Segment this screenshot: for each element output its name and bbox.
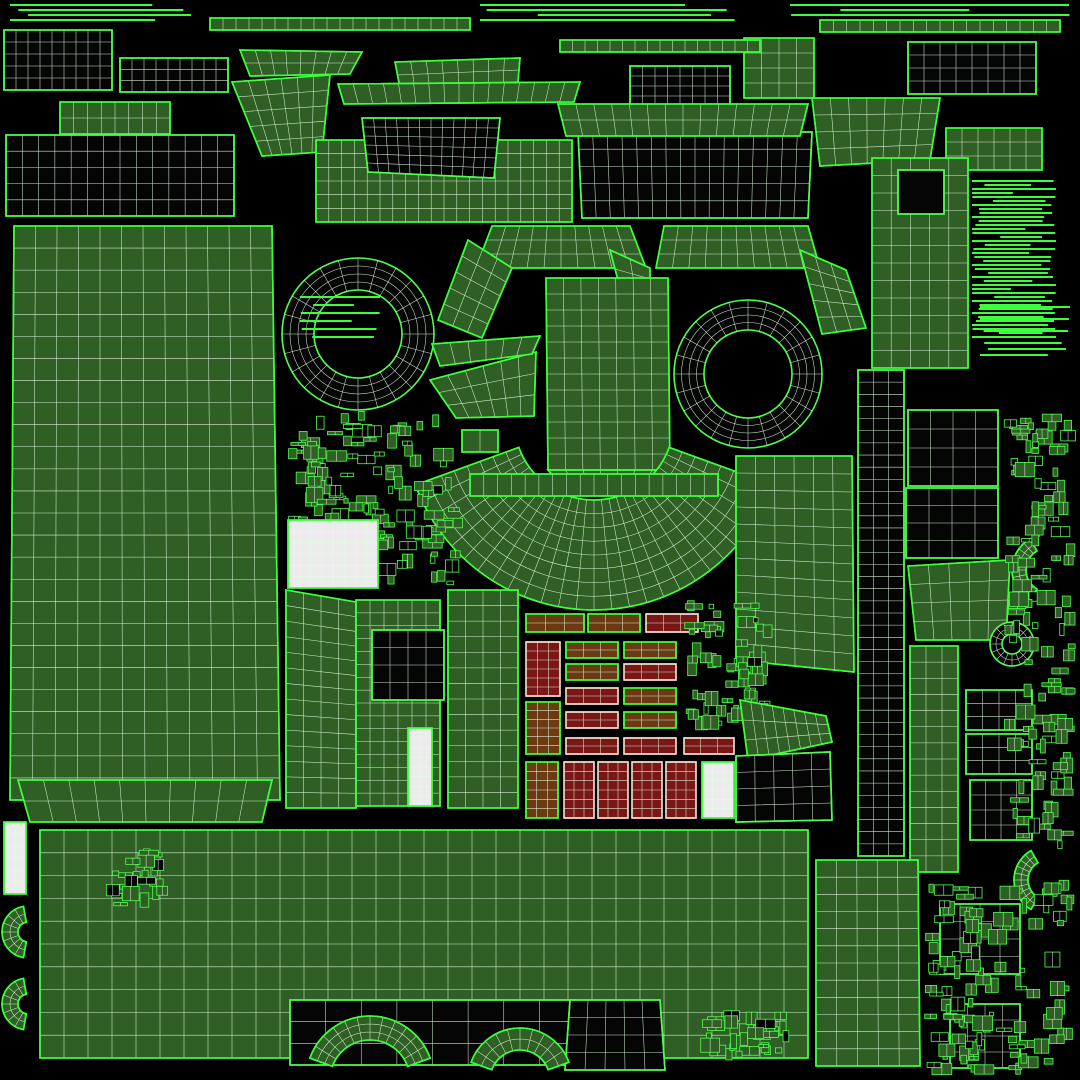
island-pad-4 (525, 641, 561, 697)
island-pad-17 (525, 761, 559, 819)
island-right-col-d (909, 645, 959, 873)
island-bottom-right-panel (815, 859, 921, 1067)
island-top-long-strip (209, 17, 471, 31)
island-pad-20 (631, 761, 663, 819)
island-arch-left-leg (436, 238, 514, 340)
island-top-grid-c (629, 65, 731, 107)
strips-mid-left (300, 296, 380, 338)
island-pad-14 (565, 737, 619, 755)
island-left-swoosh2 (430, 335, 542, 367)
island-top-shoe-right (811, 97, 941, 167)
strips-top-left (10, 4, 191, 21)
island-right-tall-hole (897, 169, 945, 215)
cluster-bottom-mid (700, 1010, 790, 1061)
island-right-col-c (907, 559, 1011, 641)
island-pad-6 (623, 641, 677, 659)
island-lower-left-panel (285, 589, 357, 809)
island-top-grid-d (907, 41, 1037, 95)
island-pad-19 (597, 761, 629, 819)
island-pad-18 (563, 761, 595, 819)
island-right-black-col (857, 369, 905, 857)
island-left-edge-grid (3, 821, 27, 895)
island-top-strip-a (59, 101, 171, 135)
island-pad-11 (525, 701, 561, 755)
island-top-grid-a (3, 29, 113, 91)
island-top-strip-b (336, 81, 582, 105)
strips-right-upper (972, 180, 1056, 338)
cluster-bottom-right (924, 879, 1075, 1076)
island-bottom-arc-a (308, 1015, 432, 1068)
island-arch-right-top (655, 225, 822, 269)
island-pad-15 (623, 737, 677, 755)
island-lower-left-dark (371, 629, 445, 701)
island-left-edge-arc-b (1, 977, 28, 1031)
island-ring-left (281, 257, 435, 411)
cluster-bottom-left (106, 848, 169, 908)
cluster-right-edge (1003, 413, 1076, 849)
island-left-mid-block (461, 429, 499, 453)
island-ring-right (673, 299, 823, 449)
island-pad-12 (565, 711, 619, 729)
island-pad-21 (665, 761, 697, 819)
uv-island-group (1, 4, 1076, 1076)
island-bottom-dark (564, 999, 666, 1071)
island-pad-8 (623, 663, 677, 681)
island-top-shoe (230, 74, 331, 157)
island-left-edge-arc-a (1, 905, 28, 959)
island-top-curved-dark (5, 134, 235, 217)
island-right-col-a (907, 409, 999, 487)
island-pad-2 (587, 613, 641, 633)
island-right-mid-panel (735, 455, 855, 673)
island-top-wedge (238, 49, 364, 77)
island-pad-7 (565, 663, 619, 681)
strips-right-lower (980, 300, 1070, 356)
island-pad-16 (683, 737, 735, 755)
island-fin-right (739, 699, 833, 761)
island-curved-dark-right (577, 131, 813, 219)
island-pad-1 (525, 613, 585, 633)
island-small-right-a (945, 127, 1043, 171)
island-left-panel-bottom (16, 779, 274, 823)
island-left-panel (9, 225, 281, 801)
island-left-white-grid (287, 519, 379, 589)
island-lower-grey-col (407, 727, 433, 807)
island-pad-9 (565, 687, 619, 705)
island-pad-10 (623, 687, 677, 705)
island-small-ring (989, 621, 1035, 667)
island-arch-right-leg (798, 248, 868, 335)
strips-top-right (790, 4, 1070, 16)
island-top-grid-b (119, 57, 229, 93)
island-lower-right-panel (447, 589, 519, 809)
island-right-col-b (905, 487, 999, 559)
island-top-strip-d (819, 19, 1061, 33)
island-pad-5 (565, 641, 619, 659)
island-dark-right-lower (735, 751, 833, 823)
strips-top-mid (480, 4, 735, 21)
island-mask-topcover (469, 473, 719, 497)
island-center-shield (545, 277, 671, 471)
island-pad-13 (623, 711, 677, 729)
island-left-swoosh (428, 350, 537, 419)
island-top-bar-right (556, 103, 810, 137)
island-pad-22 (701, 761, 735, 819)
island-saddle-white (361, 117, 501, 179)
island-bottom-arc-b (470, 1027, 570, 1071)
island-top-strip-c (559, 39, 761, 53)
